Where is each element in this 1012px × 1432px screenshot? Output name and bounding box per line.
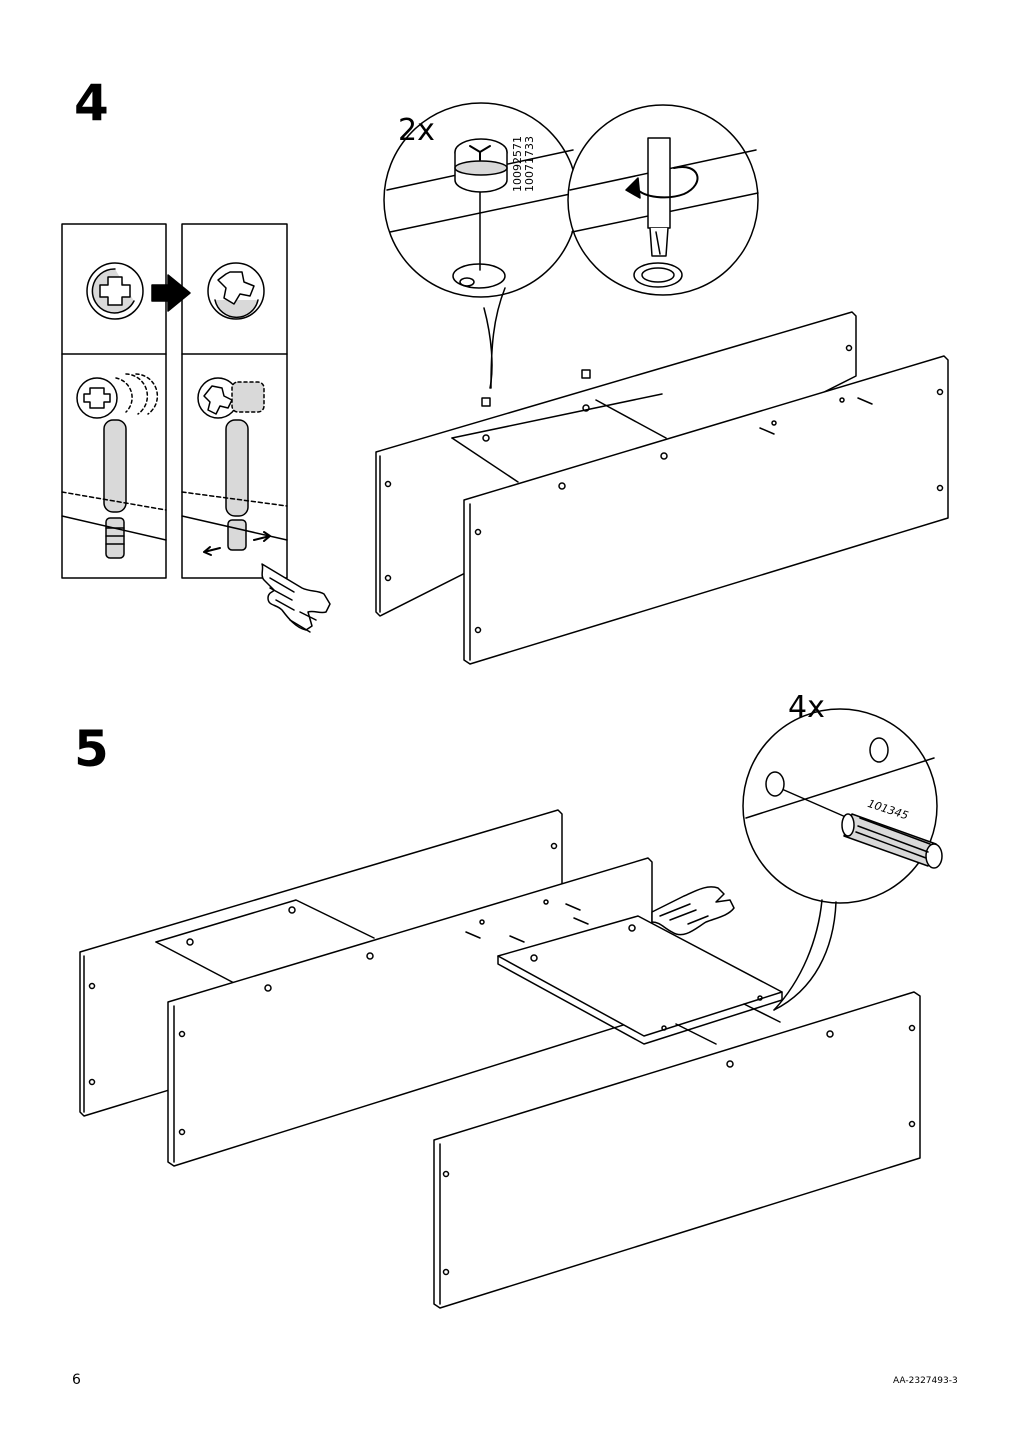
side-panel-icon (463, 355, 949, 665)
screwdriver-icon (647, 137, 671, 257)
shelf-panel-icon (497, 915, 783, 1045)
step-number: 5 (74, 720, 109, 778)
cam-lock-diagram-panel-left (61, 223, 167, 579)
cam-fitting-icon (197, 377, 265, 551)
page-number: 6 (72, 1372, 81, 1388)
side-panel-icon (433, 991, 921, 1309)
cam-fitting-icon (76, 373, 159, 559)
dowel-detail-circle (742, 708, 943, 1011)
hand-push-icon (651, 886, 735, 936)
quantity-label: 2x (398, 113, 435, 148)
dowel-icon (841, 813, 943, 869)
hand-push-icon (261, 563, 331, 633)
quantity-label: 4x (788, 690, 825, 725)
cam-lock-closed-icon (207, 262, 265, 320)
document-code: AA-2327493-3 (893, 1376, 958, 1386)
cam-lock-diagram-panel-right (181, 223, 288, 579)
cam-fitting-icon (454, 138, 508, 193)
cam-fitting-icon (481, 369, 591, 407)
part-number: 10071733 (523, 136, 536, 192)
arrow-right-icon (151, 274, 191, 312)
cam-lock-open-icon (86, 262, 144, 320)
step-number: 4 (74, 74, 109, 132)
screwdriver-detail-circle (567, 104, 759, 296)
